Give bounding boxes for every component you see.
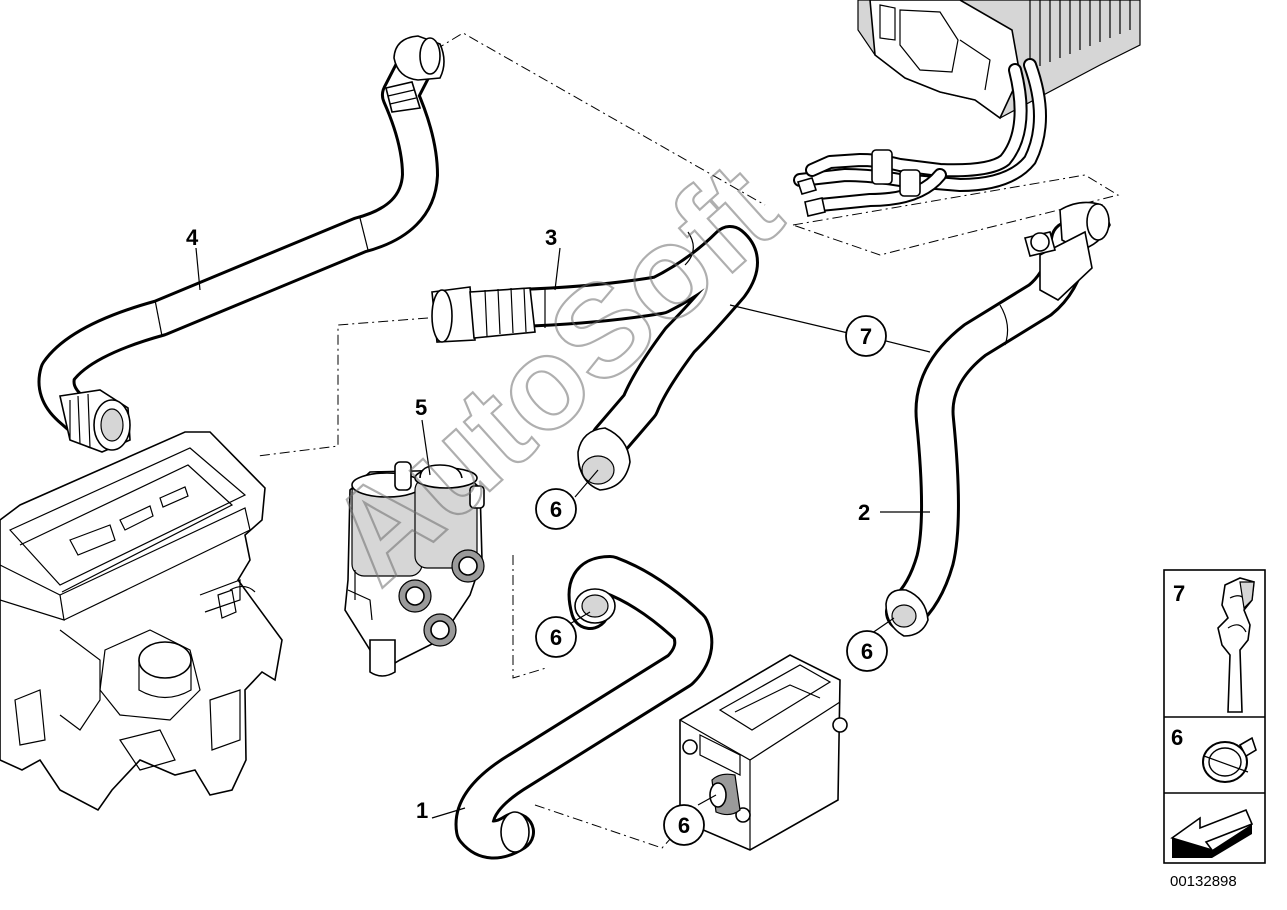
document-number: 00132898 [1170,873,1237,890]
callout-6-circle: 6 [535,488,577,530]
clip-holder-icon [1217,577,1255,713]
leader-lines [195,247,931,819]
callout-6-circle: 6 [535,616,577,658]
callout-6d: 6 [678,813,690,838]
callout-7-circle: 7 [845,315,887,357]
callout-6a: 6 [550,497,562,522]
water-valve-illustration [344,461,485,677]
callout-6b: 6 [550,625,562,650]
expansion-tank-illustration [679,654,848,851]
callout-6c: 6 [861,639,873,664]
watermark: AutoSoft [301,135,806,611]
hose-2 [885,201,1111,637]
engine-block-illustration [0,431,283,812]
hose-clamp-icon [1202,736,1257,783]
heater-core-illustration [793,0,1141,217]
legend-item-7: 7 [1173,577,1255,713]
callout-7: 7 [860,324,872,349]
legend-label-7: 7 [1173,581,1185,606]
callout-5: 5 [415,395,427,420]
legend-label-6: 6 [1171,725,1183,750]
parts-legend: 7 6 [1163,569,1266,864]
legend-item-6: 6 [1171,725,1257,783]
callout-1: 1 [416,798,428,823]
callout-4: 4 [186,225,199,250]
callout-2: 2 [858,500,870,525]
hose-3 [431,225,759,491]
callout-6-circle: 6 [663,804,705,846]
arrow-icon [1170,808,1254,858]
hose-1 [454,555,714,860]
callout-3: 3 [545,225,557,250]
hose-4 [37,35,445,453]
callout-6-circle: 6 [846,630,888,672]
